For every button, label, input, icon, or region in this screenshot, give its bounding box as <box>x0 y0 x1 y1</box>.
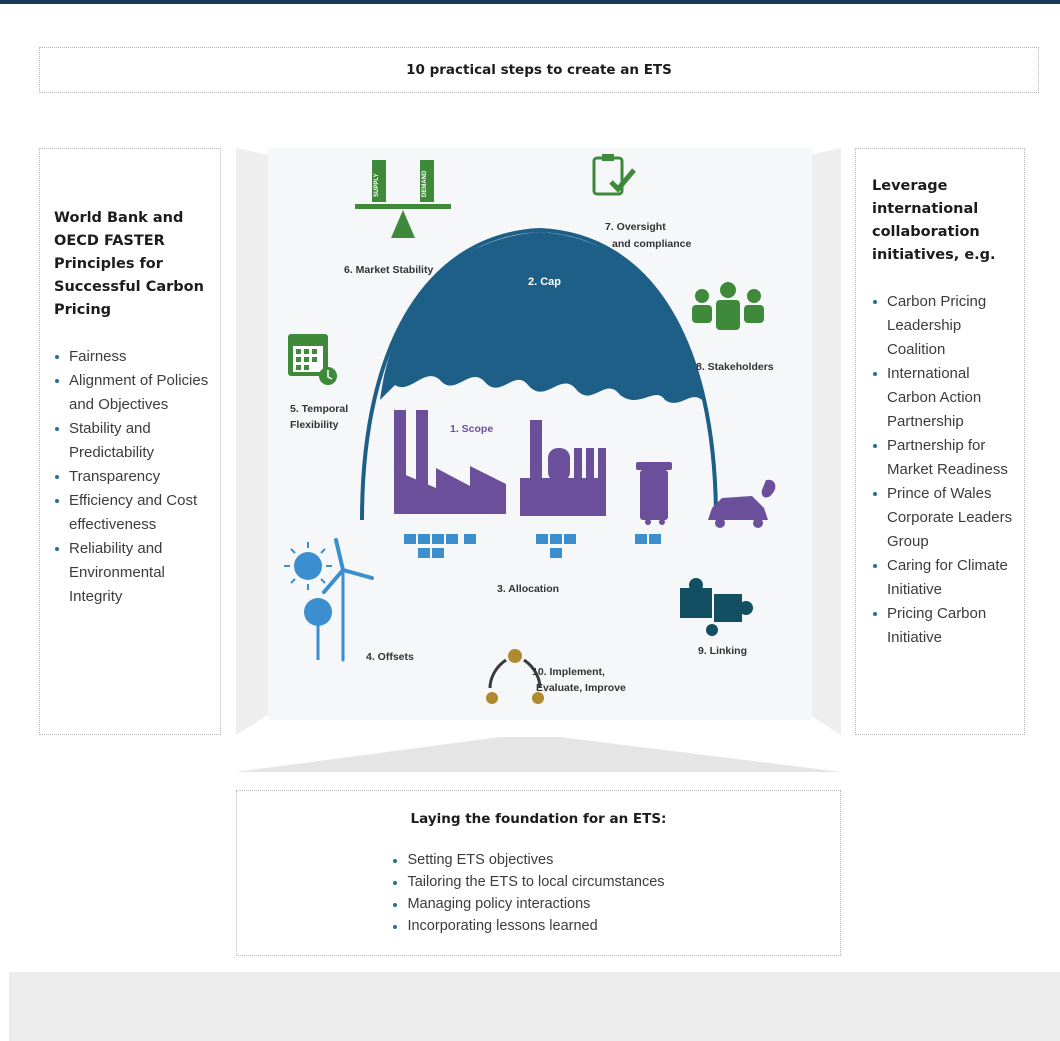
refinery-icon <box>520 420 606 516</box>
step-3-label: 3. Allocation <box>497 583 559 595</box>
list-item: Prince of Wales Corporate Leaders Group <box>872 482 1016 554</box>
car-icon <box>708 479 776 528</box>
list-item: Managing policy interactions <box>392 893 664 915</box>
list-item: Alignment of Policies and Objectives <box>54 369 210 417</box>
step-1-label: 1. Scope <box>450 423 493 435</box>
clipboard-check-icon <box>592 154 636 196</box>
stakeholders-icon <box>692 282 764 330</box>
step-9-label: 9. Linking <box>698 645 747 657</box>
bottom-connector <box>236 737 841 772</box>
scale-icon <box>355 160 451 238</box>
step-4-label: 4. Offsets <box>366 651 414 663</box>
list-item: International Carbon Action Partnership <box>872 362 1016 434</box>
list-item: Incorporating lessons learned <box>392 915 664 937</box>
calendar-clock-icon <box>288 334 337 385</box>
list-item: Efficiency and Cost effectiveness <box>54 489 210 537</box>
list-item: Pricing Carbon Initiative <box>872 602 1016 650</box>
step-10-label-line1: 10. Implement, <box>532 666 605 678</box>
bottom-panel: Laying the foundation for an ETS: Settin… <box>236 790 841 956</box>
step-5-label-line1: 5. Temporal <box>290 403 348 415</box>
bottom-panel-list: Setting ETS objectives Tailoring the ETS… <box>392 849 665 937</box>
list-item: Setting ETS objectives <box>392 849 664 871</box>
demand-label: DEMAND <box>422 170 428 197</box>
factory-icon <box>394 410 506 514</box>
step-8-label: 8. Stakeholders <box>696 361 774 373</box>
right-panel: Leverage international collaboration ini… <box>855 148 1025 735</box>
step-10-label-line2: Evaluate, Improve <box>536 682 626 694</box>
cap-cloud <box>380 232 702 403</box>
list-item: Partnership for Market Readiness <box>872 434 1016 482</box>
step-5-label-line2: Flexibility <box>290 419 339 431</box>
left-panel-title: World Bank and OECD FASTER Principles fo… <box>54 210 204 318</box>
puzzle-icon <box>680 578 753 636</box>
list-item: Tailoring the ETS to local circumstances <box>392 871 665 893</box>
cycle-icon <box>486 649 544 704</box>
list-item: Stability and Predictability <box>54 417 210 465</box>
allowance-tokens <box>404 534 661 558</box>
left-panel: World Bank and OECD FASTER Principles fo… <box>39 148 221 735</box>
step-7-label-line2: and compliance <box>612 238 692 250</box>
sun-icon <box>284 542 332 590</box>
list-item: Transparency <box>54 465 210 489</box>
list-item: Caring for Climate Initiative <box>872 554 1016 602</box>
list-item: Carbon Pricing Leadership Coalition <box>872 290 1016 362</box>
supply-label: SUPPLY <box>374 174 380 197</box>
step-6-label: 6. Market Stability <box>344 264 433 276</box>
wind-turbine-icon <box>322 538 374 662</box>
tree-icon <box>304 598 332 660</box>
right-panel-title: Leverage international collaboration ini… <box>872 178 996 263</box>
step-7-label-line1: 7. Oversight <box>605 221 666 233</box>
step-2-label: 2. Cap <box>528 276 561 288</box>
footer-band <box>9 972 1060 1041</box>
top-accent-bar <box>0 0 1060 4</box>
right-panel-list: Carbon Pricing Leadership Coalition Inte… <box>872 290 1016 650</box>
left-panel-list: Fairness Alignment of Policies and Objec… <box>54 345 210 609</box>
page-title: 10 practical steps to create an ETS <box>39 47 1039 93</box>
list-item: Fairness <box>54 345 210 369</box>
bottom-panel-title: Laying the foundation for an ETS: <box>410 811 667 827</box>
list-item: Reliability and Environmental Integrity <box>54 537 210 609</box>
waste-bin-icon <box>636 462 672 525</box>
